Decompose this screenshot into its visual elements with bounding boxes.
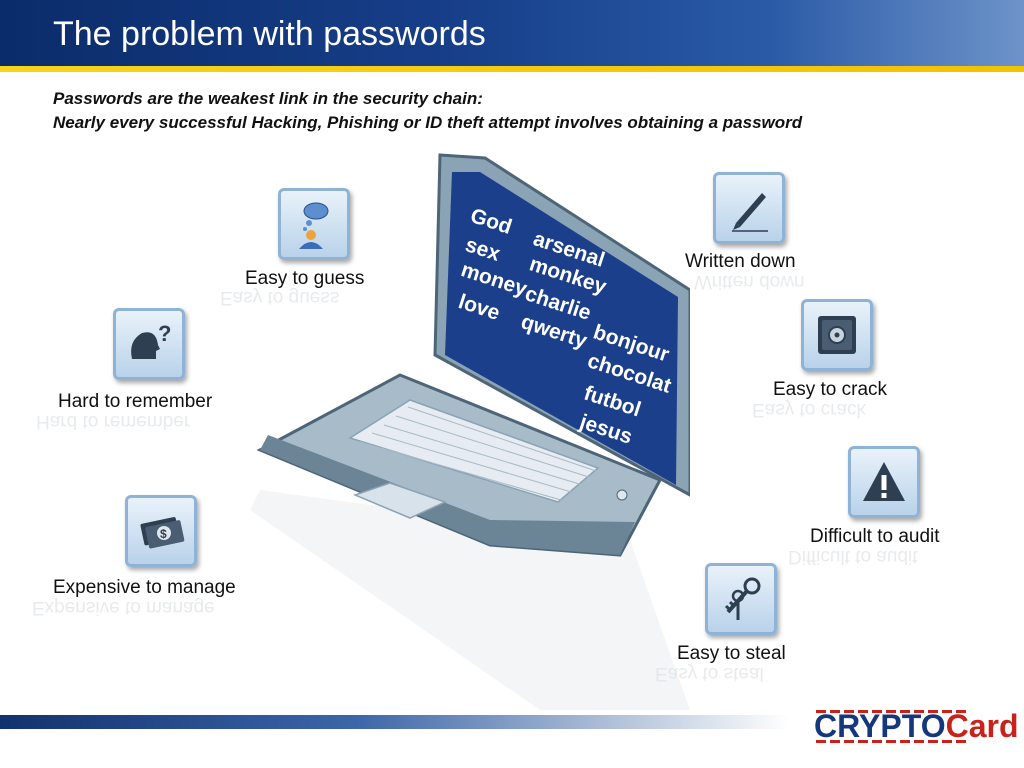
easy-to-steal-reflection: Easy to steal — [655, 663, 764, 684]
laptop-illustration — [250, 153, 690, 710]
difficult-to-audit-reflection: Difficult to audit — [788, 546, 918, 567]
slide-title: The problem with passwords — [53, 15, 486, 53]
expensive-to-manage-reflection: Expensive to manage — [32, 597, 215, 618]
expensive-to-manage-label: Expensive to manage — [53, 577, 236, 598]
logo-part-crypto: CRYPTO — [814, 708, 946, 744]
easy-to-steal-label: Easy to steal — [677, 643, 786, 664]
difficult-to-audit-label: Difficult to audit — [810, 526, 940, 547]
difficult-to-audit-icon-box — [848, 446, 920, 518]
money-icon: $ — [140, 517, 185, 549]
thought-bubble-person-icon — [299, 202, 329, 249]
safe-icon — [818, 316, 856, 354]
header-accent-line — [0, 66, 1024, 72]
hard-to-remember-reflection: Hard to remember — [36, 411, 191, 432]
svg-text:$: $ — [160, 527, 167, 541]
hard-to-remember-label: Hard to remember — [58, 391, 213, 412]
cryptocard-logo: CRYPTOCard — [814, 708, 1018, 745]
logo-top-dashes — [816, 710, 966, 713]
warning-icon — [863, 462, 905, 501]
keys-icon — [724, 577, 761, 620]
easy-to-steal-icon-box — [705, 563, 777, 635]
expensive-to-manage-icon-box: $ — [125, 495, 197, 567]
pen-icon — [732, 193, 768, 232]
hard-to-remember-icon-box: ? — [113, 308, 185, 380]
logo-bottom-dashes — [816, 740, 966, 743]
easy-to-crack-reflection: Easy to crack — [752, 399, 867, 420]
easy-to-guess-label: Easy to guess — [245, 268, 365, 289]
written-down-label: Written down — [685, 251, 796, 272]
subtitle-line-1: Passwords are the weakest link in the se… — [53, 89, 483, 108]
written-down-icon-box — [713, 172, 785, 244]
easy-to-guess-reflection: Easy to guess — [220, 287, 340, 308]
head-question-icon: ? — [131, 321, 171, 359]
written-down-reflection: Written down — [694, 271, 805, 292]
svg-text:?: ? — [158, 321, 171, 346]
easy-to-crack-icon-box — [801, 299, 873, 371]
header-band — [0, 0, 1024, 68]
easy-to-guess-icon-box — [278, 188, 350, 260]
easy-to-crack-label: Easy to crack — [773, 379, 888, 400]
subtitle-line-2: Nearly every successful Hacking, Phishin… — [53, 113, 803, 132]
footer-bar — [0, 715, 790, 729]
logo-part-card: Card — [945, 708, 1019, 744]
